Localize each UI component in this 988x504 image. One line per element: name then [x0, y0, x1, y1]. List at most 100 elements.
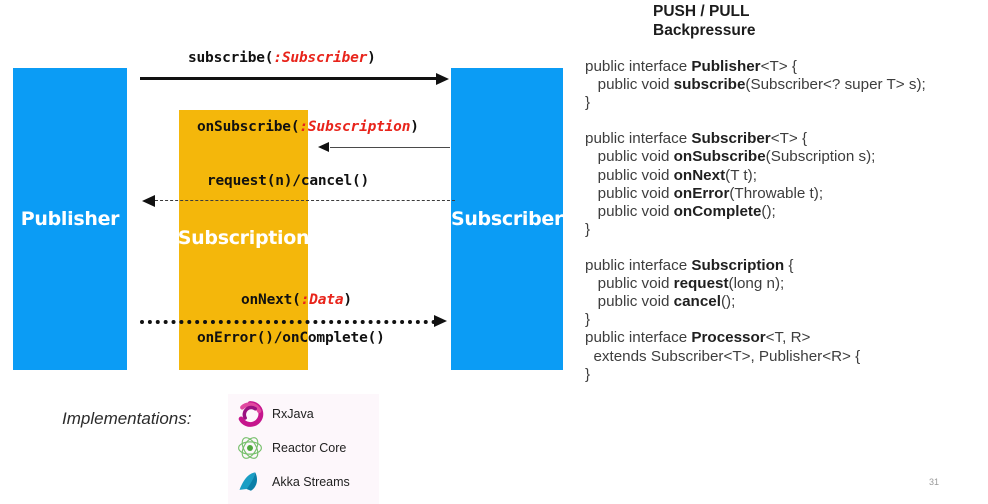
arrow-left-icon: [318, 142, 329, 152]
arrow-left-icon: [142, 194, 155, 207]
page-number: 31: [929, 477, 940, 487]
code-keyword: onNext: [673, 166, 726, 184]
message-name: onSubscribe(: [197, 119, 300, 135]
code-text: }: [585, 94, 591, 112]
code-line: public void subscribe(Subscriber<? super…: [585, 76, 985, 94]
code-text: public void: [585, 293, 674, 311]
message-label-subscribe: subscribe(:Subscriber): [188, 50, 376, 66]
code-line: public void cancel();: [585, 293, 985, 311]
code-keyword: Processor: [691, 329, 766, 347]
code-line: public void onError(Throwable t);: [585, 185, 985, 203]
code-text: (Subscriber<? super T> s);: [745, 76, 926, 94]
message-label-request-cancel: request(n)/cancel(): [207, 173, 369, 189]
code-line: public interface Processor<T, R>: [585, 329, 985, 347]
publisher-label: Publisher: [20, 208, 120, 230]
message-close: ): [343, 292, 352, 308]
code-line: [585, 239, 985, 257]
code-text: public interface: [585, 329, 692, 347]
code-text: }: [585, 311, 591, 329]
message-arg: :Subscriber: [273, 50, 368, 66]
list-item: Akka Streams: [236, 468, 350, 496]
code-keyword: onSubscribe: [673, 148, 766, 166]
code-keyword: cancel: [673, 293, 721, 311]
reactor-core-logo-icon: [236, 434, 264, 462]
code-line: [585, 112, 985, 130]
code-line: public interface Publisher<T> {: [585, 58, 985, 76]
code-line: }: [585, 221, 985, 239]
code-text: public void: [585, 148, 674, 166]
code-text: public void: [585, 166, 674, 184]
page-title: PUSH / PULL Backpressure: [653, 3, 756, 39]
arrow-right-icon: [436, 72, 449, 85]
code-text: (Subscription s);: [765, 148, 876, 166]
code-text: public void: [585, 184, 674, 202]
code-keyword: request: [673, 275, 729, 293]
arrow-onnext-line: [140, 320, 436, 324]
list-item: RxJava: [236, 400, 314, 428]
implementations-panel: RxJava Reactor Core Akka Streams: [228, 394, 379, 504]
code-keyword: Subscription: [691, 257, 785, 275]
code-text: }: [585, 220, 591, 238]
code-text: }: [585, 365, 591, 383]
message-name: onError()/onComplete(): [197, 330, 385, 346]
code-line: public void onComplete();: [585, 203, 985, 221]
code-listing: public interface Publisher<T> { public v…: [585, 58, 985, 384]
message-label-onsubscribe: onSubscribe(:Subscription): [197, 119, 419, 135]
message-arg: :Subscription: [299, 119, 411, 135]
code-text: (Throwable t);: [729, 184, 824, 202]
implementations-label: Implementations:: [62, 409, 192, 428]
impl-name: RxJava: [272, 407, 314, 421]
impl-name: Akka Streams: [272, 475, 350, 489]
code-text: ();: [720, 293, 736, 311]
code-keyword: subscribe: [673, 76, 746, 94]
message-arg: :Data: [300, 292, 344, 308]
code-keyword: onComplete: [673, 202, 762, 220]
code-line: }: [585, 94, 985, 112]
code-line: public void request(long n);: [585, 275, 985, 293]
code-text: public void: [585, 202, 674, 220]
subscription-label: Subscription: [177, 227, 310, 249]
code-line: extends Subscriber<T>, Publisher<R> {: [585, 348, 985, 366]
impl-name: Reactor Core: [272, 441, 347, 455]
list-item: Reactor Core: [236, 434, 346, 462]
publisher-actor-box: Publisher: [13, 68, 127, 370]
code-text: <T, R>: [765, 329, 811, 347]
code-text: <T> {: [760, 58, 797, 75]
code-keyword: onError: [673, 184, 730, 202]
akka-streams-logo-icon: [236, 468, 264, 496]
code-line: public interface Subscriber<T> {: [585, 130, 985, 148]
code-text: public void: [585, 275, 674, 293]
code-text: extends Subscriber<T>, Publisher<R> {: [585, 347, 861, 365]
arrow-request-cancel-line: [155, 200, 455, 201]
code-keyword: Publisher: [691, 58, 761, 75]
code-text: ();: [761, 202, 776, 220]
subscriber-label: Subscriber: [450, 208, 564, 230]
arrow-right-icon: [434, 315, 447, 327]
code-text: <T> {: [770, 130, 808, 148]
message-name: onNext(: [241, 292, 301, 308]
rxjava-logo-icon: [236, 400, 264, 428]
code-line: public interface Subscription {: [585, 257, 985, 275]
subscription-lifeline-box: Subscription: [177, 110, 310, 370]
message-name: subscribe(: [188, 50, 274, 66]
code-text: (T t);: [725, 166, 757, 184]
code-text: public interface: [585, 257, 692, 275]
arrow-onsubscribe-line: [330, 147, 450, 148]
message-name: request(n)/cancel(): [207, 173, 370, 189]
code-text: public interface: [585, 58, 692, 75]
message-label-onerror-oncomplete: onError()/onComplete(): [197, 330, 385, 346]
message-label-onnext: onNext(:Data): [241, 292, 352, 308]
code-line: public void onNext(T t);: [585, 167, 985, 185]
message-close: ): [367, 50, 376, 66]
code-line: }: [585, 311, 985, 329]
subscriber-actor-box: Subscriber: [451, 68, 563, 370]
arrow-subscribe-line: [140, 77, 437, 80]
code-line: public void onSubscribe(Subscription s);: [585, 148, 985, 166]
message-close: ): [410, 119, 419, 135]
code-text: public interface: [585, 130, 692, 148]
code-keyword: Subscriber: [691, 130, 771, 148]
code-text: public void: [585, 76, 674, 94]
code-text: (long n);: [728, 275, 785, 293]
code-text: {: [784, 257, 794, 275]
